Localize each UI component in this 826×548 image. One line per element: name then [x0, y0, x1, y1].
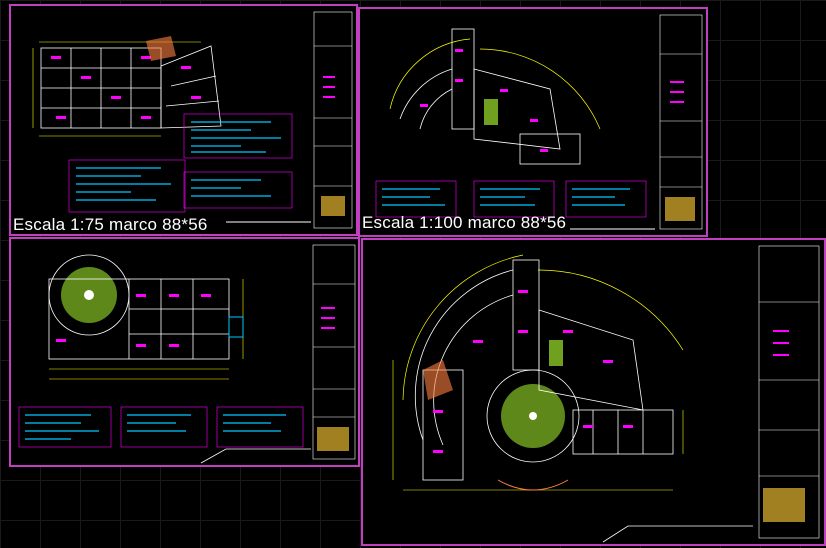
floor-plan-sheet-1 — [32, 11, 353, 229]
drawing-sheet-1[interactable]: Escala 1:75 marco 88*56 — [9, 4, 358, 236]
floor-plan-sheet-3 — [18, 244, 356, 464]
scale-label-sheet-1: Escala 1:75 marco 88*56 — [13, 215, 208, 234]
floor-plan-sheet-4 — [392, 245, 820, 543]
scale-label-sheet-2: Escala 1:100 marco 88*56 — [362, 213, 567, 232]
drawing-sheet-4[interactable] — [361, 238, 826, 546]
floor-plan-sheet-2 — [375, 14, 703, 230]
drawing-sheet-2[interactable]: Escala 1:100 marco 88*56 — [358, 7, 708, 237]
drawing-sheet-3[interactable] — [9, 237, 360, 467]
